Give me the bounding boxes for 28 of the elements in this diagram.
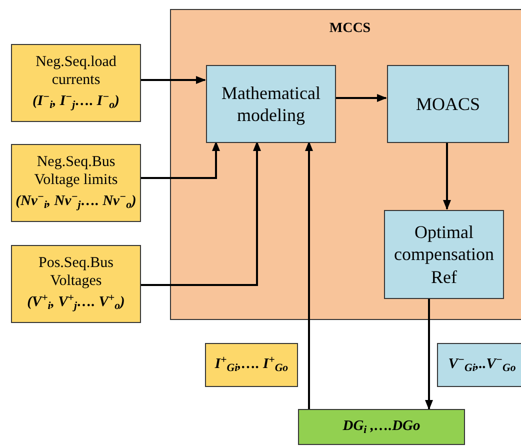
arrow [305, 141, 313, 409]
input-box [11, 144, 141, 222]
formula-label: (I$^{−}$$_{i}$, I$^{−}$$_{j}$…. I$^{−}$$_{o}$) [32, 90, 120, 113]
arrow [141, 141, 220, 179]
arrow [335, 94, 387, 102]
generator-box [298, 409, 465, 445]
box-label: MOACS [414, 92, 482, 116]
arrow [141, 76, 206, 84]
box-label: Mathematical modeling [220, 82, 322, 126]
process-box [387, 65, 509, 143]
box-label: Neg.Seq.Bus Voltage limits [33, 152, 119, 190]
panel-title: MCCS [328, 20, 372, 38]
box-label: Neg.Seq.load currents [34, 52, 118, 90]
formula-label: (V$^{+}$$_{i}$, V$^{+}$$_{j}$…. V$^{+}$$_{o}$) [27, 291, 125, 314]
formula-label: DG$_{i}$ ,….DGo [342, 417, 420, 438]
arrow [425, 298, 433, 410]
input-box [11, 44, 141, 122]
input-box [11, 245, 141, 323]
system-panel [170, 9, 521, 320]
arrow [141, 141, 261, 286]
formula-label: (Nv$^{−}$$_{i}$, Nv$^{−}$$_{j}$…. Nv$^{−}$$_{o}$) [16, 190, 136, 213]
process-box [384, 210, 504, 299]
quantity-box [437, 343, 521, 387]
process-box [206, 65, 336, 143]
arrow [443, 142, 451, 210]
quantity-box [205, 343, 298, 387]
box-label: Pos.Seq.Bus Voltages [37, 254, 115, 292]
box-label: Optimal compensation Ref [393, 220, 495, 288]
